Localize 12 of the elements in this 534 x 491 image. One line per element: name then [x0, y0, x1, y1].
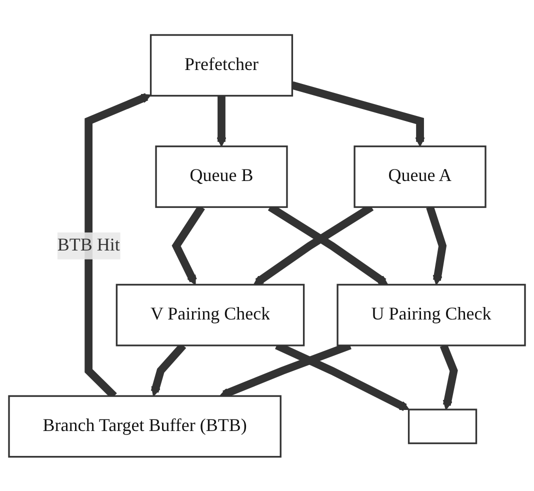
node-box: V Pairing Check: [116, 283, 305, 346]
edge-label: BTB Hit: [57, 235, 120, 254]
arrow: [291, 81, 425, 146]
node-box: Queue B: [155, 145, 288, 208]
node-bar: [408, 408, 478, 444]
node-box: Branch Target Buffer (BTB): [8, 394, 282, 458]
node-box: U Pairing Check: [336, 283, 526, 346]
arrow: [216, 95, 226, 146]
node-box: Queue A: [354, 145, 486, 208]
node-box: Prefetcher: [150, 34, 294, 96]
arrow: [440, 344, 458, 410]
arrow: [426, 205, 447, 285]
